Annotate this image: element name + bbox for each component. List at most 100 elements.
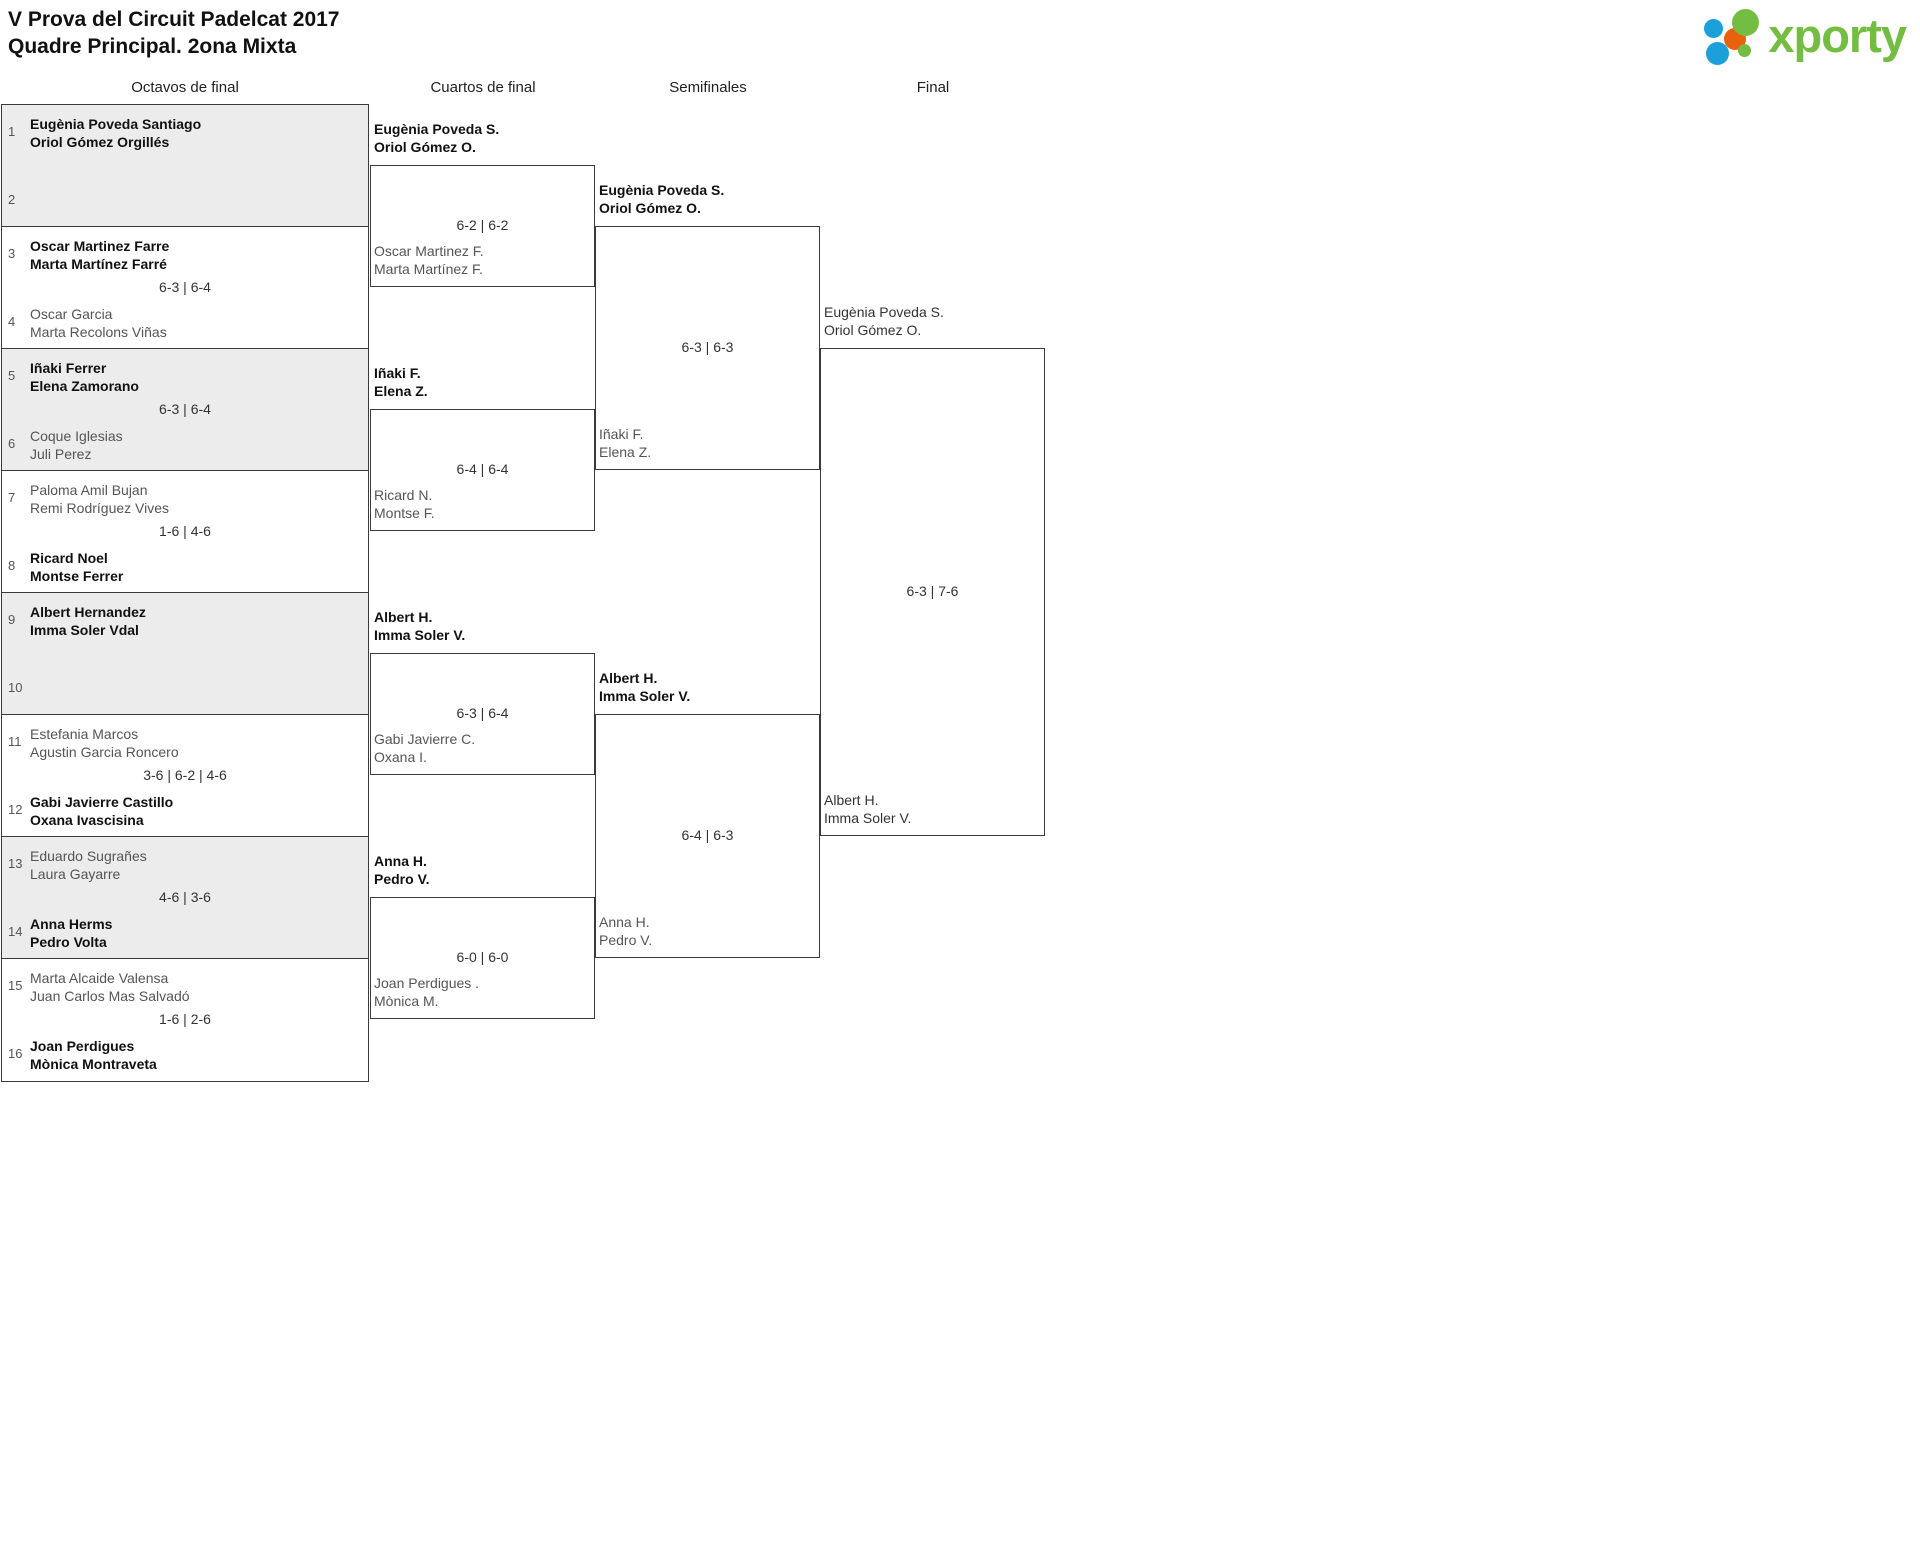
seed-number: 10: [8, 680, 23, 695]
player-name: Anna Herms: [30, 916, 113, 932]
player-name: Mònica M.: [374, 993, 439, 1009]
xporty-logo: xporty: [1702, 6, 1907, 65]
player-name: Oscar Martinez F.: [374, 243, 484, 259]
player-name: Marta Martínez F.: [374, 261, 483, 277]
match-participant: Anna H. Pedro V.: [374, 852, 430, 888]
match-participant: Iñaki F.Elena Z.: [374, 364, 428, 400]
seed-number: 13: [8, 856, 23, 871]
match-score: 6-3 | 6-3: [681, 339, 734, 355]
player-name: Pedro V.: [599, 932, 653, 948]
player-name: Marta Recolons Viñas: [30, 324, 167, 340]
round2-match-box[interactable]: [370, 653, 595, 775]
match-participant: Gabi Javierre C.Oxana I.: [374, 730, 475, 766]
seed-number: 9: [8, 612, 16, 627]
match-participant: Albert H. Imma Soler V.: [824, 791, 911, 827]
player-name: Gabi Javierre Castillo: [30, 794, 174, 810]
round2-match-box[interactable]: [370, 409, 595, 531]
player-name: Eugènia Poveda S.: [374, 121, 500, 137]
player-name: Montse Ferrer: [30, 568, 124, 584]
player-name: Oscar Garcia: [30, 306, 113, 322]
player-name: Montse F.: [374, 505, 435, 521]
tournament-subtitle: Quadre Principal. 2ona Mixta: [8, 35, 297, 58]
match-score: 6-0 | 6-0: [456, 949, 509, 965]
round2-match-box[interactable]: [370, 897, 595, 1019]
match-score: 6-4 | 6-4: [456, 461, 509, 477]
match-participant: Eugènia Poveda S. Oriol Gómez O.: [374, 120, 499, 156]
seed-number: 6: [8, 436, 16, 451]
logo-wordmark: xporty: [1768, 8, 1907, 62]
match-score: 6-3 | 7-6: [906, 583, 959, 599]
player-name: Oxana I.: [374, 749, 427, 765]
match-participant: Iñaki F. Elena Z.: [599, 425, 651, 461]
player-name: Ricard N.: [374, 487, 433, 503]
player-name: Iñaki F.: [599, 426, 644, 442]
round-header-cuartos: Cuartos de final: [430, 79, 536, 96]
player-name: Imma Soler V.: [599, 688, 691, 704]
round3-match-box[interactable]: [595, 714, 820, 958]
player-name: Paloma Amil Bujan: [30, 482, 148, 498]
seed-number: 11: [8, 734, 22, 749]
match-participant: Oscar Martinez F. Marta Martínez F.: [374, 242, 484, 278]
player-name: Marta Alcaide Valensa: [30, 970, 169, 986]
player-name: Oriol Gómez O.: [824, 322, 922, 338]
player-name: Eugènia Poveda S.: [824, 304, 944, 320]
player-name: Ricard Noel: [30, 550, 108, 566]
player-name: Eugènia Poveda S.: [599, 182, 725, 198]
player-name: Elena Z.: [599, 444, 652, 460]
player-name: Albert H.: [824, 792, 879, 808]
seed-number: 8: [8, 558, 16, 573]
player-name: Oriol Gómez Orgillés: [30, 134, 170, 150]
page-title: V Prova del Circuit Padelcat 2017 Quadre…: [8, 6, 340, 60]
player-name: Pedro V.: [374, 871, 430, 887]
tournament-name: V Prova del Circuit Padelcat 2017: [8, 8, 340, 31]
round2-match-box[interactable]: [370, 165, 595, 287]
player-name: Joan Perdigues: [30, 1038, 135, 1054]
seed-number: 7: [8, 490, 16, 505]
player-name: Remi Rodríguez Vives: [30, 500, 170, 516]
match-score: 3-6 | 6-2 | 4-6: [143, 767, 227, 783]
player-name: Juli Perez: [30, 446, 92, 462]
seed-number: 14: [8, 924, 23, 939]
player-name: Oriol Gómez O.: [374, 139, 476, 155]
match-participant: Eugènia Poveda S. Oriol Gómez O.: [599, 181, 724, 217]
player-name: Oriol Gómez O.: [599, 200, 701, 216]
seed-number: 2: [8, 192, 16, 207]
player-name: Estefania Marcos: [30, 726, 139, 742]
round3-match-box[interactable]: [595, 226, 820, 470]
player-name: Joan Perdigues .: [374, 975, 480, 991]
seed-number: 15: [8, 978, 23, 993]
round-header-final: Final: [916, 79, 950, 96]
player-name: Anna H.: [599, 914, 650, 930]
seed-number: 3: [8, 246, 16, 261]
player-name: Albert H.: [374, 609, 433, 625]
player-name: Oxana Ivascisina: [30, 812, 144, 828]
player-name: Imma Soler V.: [824, 810, 912, 826]
seed-number: 5: [8, 368, 16, 383]
match-participant: Albert H.Imma Soler V.: [374, 608, 465, 644]
player-name: Eugènia Poveda Santiago: [30, 116, 202, 132]
match-participant: Ricard N. Montse F.: [374, 486, 435, 522]
match-participant: Eugènia Poveda S. Oriol Gómez O.: [824, 303, 944, 339]
player-name: Marta Martínez Farré: [30, 256, 167, 272]
match-participant: Joan Perdigues . Mònica M.: [374, 974, 479, 1010]
player-name: Agustin Garcia Roncero: [30, 744, 179, 760]
player-name: Iñaki F.: [374, 365, 421, 381]
player-name: Iñaki Ferrer: [30, 360, 107, 376]
seed-number: 4: [8, 314, 16, 329]
player-name: Mònica Montraveta: [30, 1056, 157, 1072]
player-name: Imma Soler Vdal: [30, 622, 139, 638]
logo-dots-icon: [1702, 7, 1764, 65]
round4-match-box[interactable]: [820, 348, 1045, 836]
player-name: Anna H.: [374, 853, 427, 869]
match-score: 6-4 | 6-3: [681, 827, 734, 843]
match-participant: Albert H.Imma Soler V.: [599, 669, 690, 705]
